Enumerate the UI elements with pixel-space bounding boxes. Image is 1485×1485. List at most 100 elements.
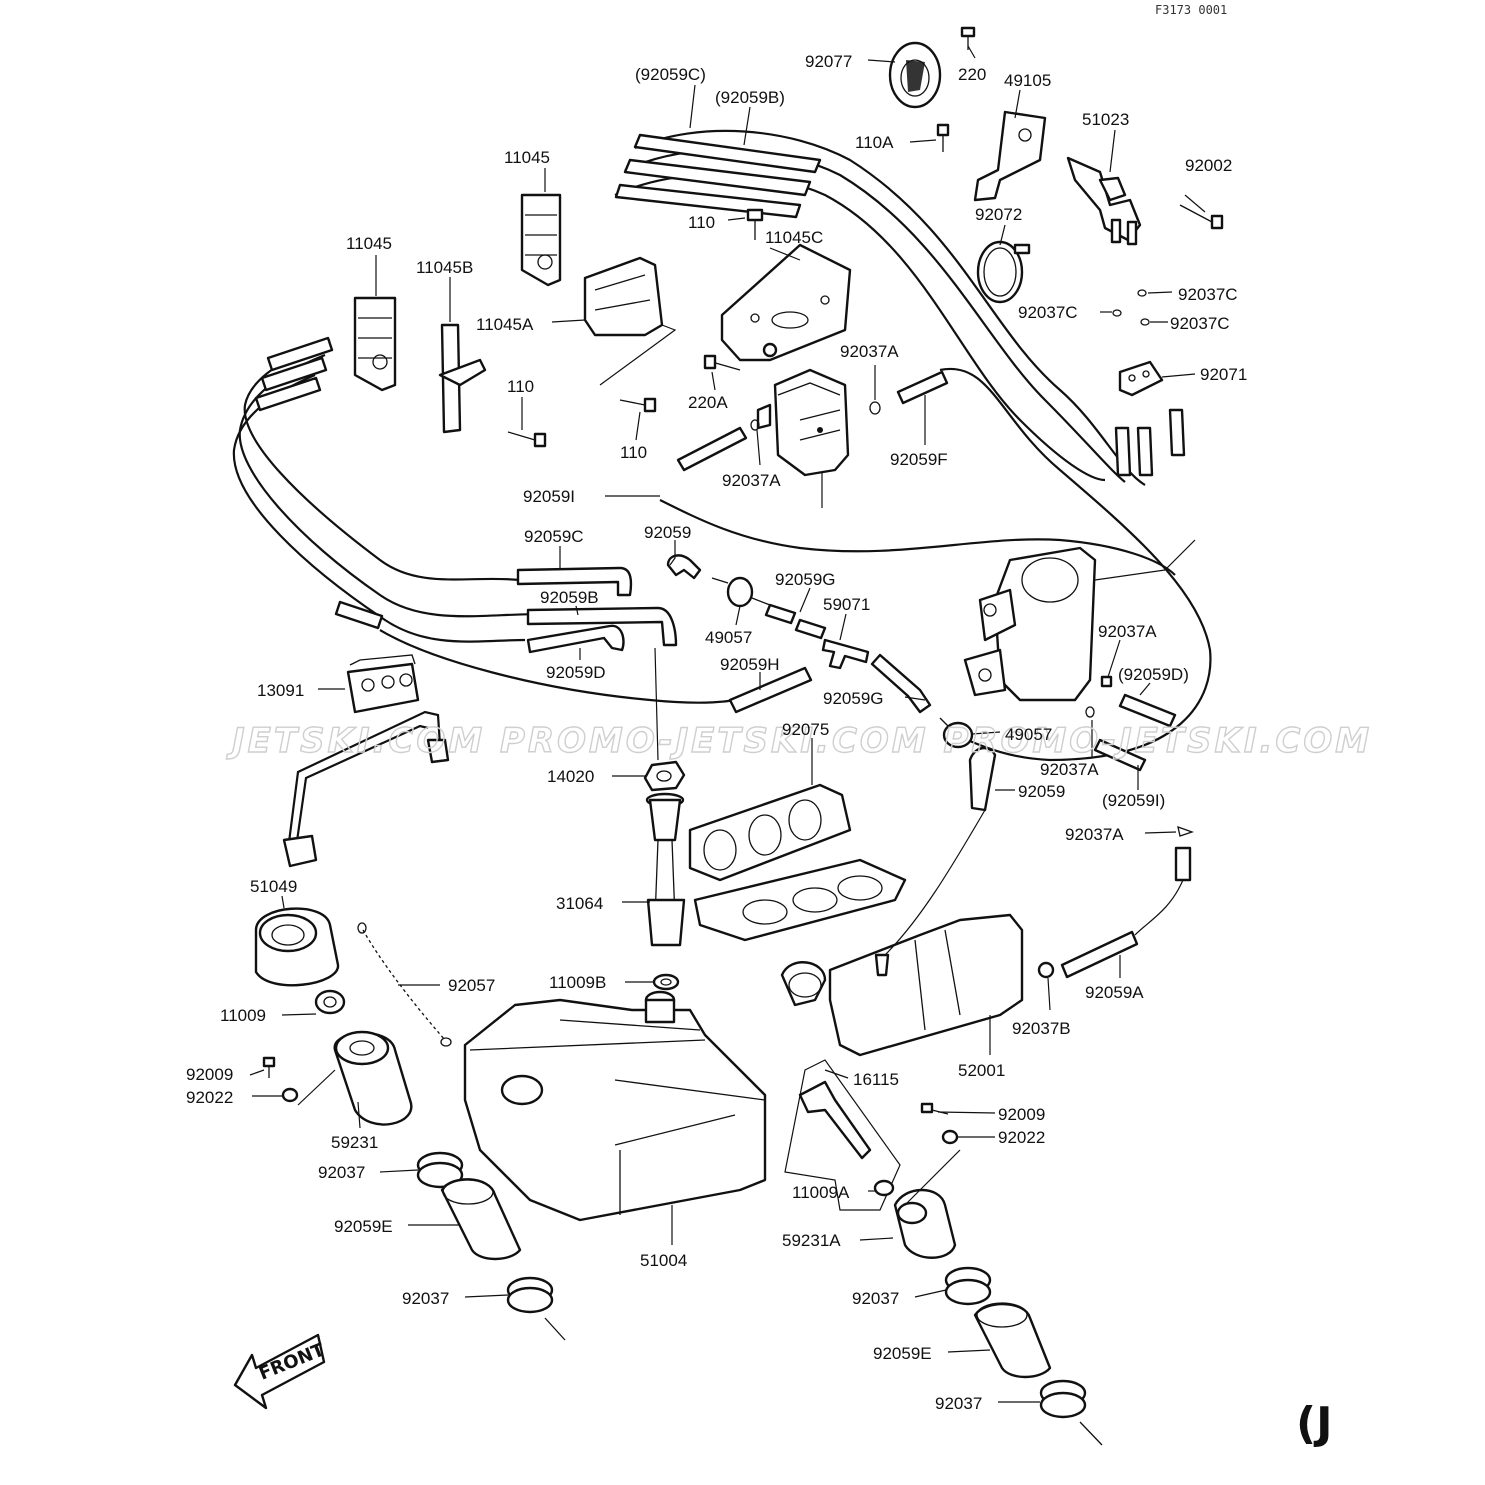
- label-92059D-paren: (92059D): [1118, 665, 1189, 684]
- label-49057-1: 49057: [705, 628, 752, 647]
- label-16115: 16115: [853, 1070, 899, 1089]
- part-92071-joint: [1118, 360, 1164, 397]
- watermark: JETSKI.COM PROMO-JETSKI.COM PROMO-JETSKI…: [226, 721, 1372, 761]
- part-49057-filter-lower: [939, 717, 974, 749]
- part-11009-gasket: [314, 989, 346, 1015]
- part-92075-insulator: [688, 783, 907, 942]
- ref-fuel-pump: [756, 368, 850, 477]
- label-49105: 49105: [1004, 71, 1051, 90]
- label-110A: 110A: [855, 133, 894, 152]
- label-11009A: 11009A: [792, 1183, 850, 1202]
- label-92022-left: 92022: [186, 1088, 233, 1107]
- part-51049-cap: [254, 907, 340, 987]
- label-92059C: 92059C: [524, 527, 584, 546]
- label-92037A-r1: 92037A: [1040, 760, 1099, 779]
- label-11045A: 11045A: [476, 315, 534, 334]
- label-110-mid: 110: [507, 377, 534, 396]
- label-92037-l1: 92037: [318, 1163, 365, 1182]
- label-59231: 59231: [331, 1133, 378, 1152]
- part-220-screw: [960, 26, 976, 50]
- label-92059E-right: 92059E: [873, 1344, 932, 1363]
- label-92072: 92072: [975, 205, 1022, 224]
- clip-92037B: [1037, 961, 1055, 979]
- label-92009-left: 92009: [186, 1065, 233, 1084]
- part-51023-valve: [1066, 156, 1142, 246]
- label-92059F: 92059F: [890, 450, 948, 469]
- part-92077-cover: [888, 41, 942, 109]
- label-13091: 13091: [257, 681, 304, 700]
- part-92057-chain: [357, 922, 452, 1047]
- part-59231-filler-neck: [333, 1030, 413, 1126]
- label-92037C-3: 92037C: [1170, 314, 1230, 333]
- parts-92009-92022-right: [920, 1102, 959, 1145]
- part-52001-box: [780, 913, 1024, 1057]
- label-92059A: 92059A: [1085, 983, 1144, 1002]
- part-59071-joint: [821, 638, 870, 670]
- label-92059B: 92059B: [540, 588, 599, 607]
- label-51023: 51023: [1082, 110, 1129, 129]
- part-92072-clamp: [976, 240, 1031, 304]
- label-59071: 59071: [823, 595, 870, 614]
- corner-mark: (J: [1296, 1398, 1332, 1449]
- label-92059G-1: 92059G: [775, 570, 836, 589]
- part-11045C-bracket: [720, 243, 852, 362]
- part-11045-clamp-top: [520, 193, 562, 287]
- clip-92037A-pump: [750, 401, 881, 431]
- part-11045-clamp-left: [353, 296, 397, 392]
- label-52001: 52001: [958, 1061, 1005, 1080]
- label-220: 220: [958, 65, 986, 84]
- part-31064-fuel-gauge: [645, 792, 686, 947]
- label-92009-right: 92009: [998, 1105, 1045, 1124]
- parts-92037-92059E-right: [944, 1266, 1103, 1446]
- label-110-top: 110: [688, 213, 715, 232]
- label-51004: 51004: [640, 1251, 687, 1270]
- part-49105-bracket: [973, 110, 1047, 202]
- label-92071: 92071: [1200, 365, 1247, 384]
- part-110-bolts: [507, 208, 764, 448]
- label-92059: 92059: [644, 523, 691, 542]
- label-92037A-carb: 92037A: [1098, 622, 1157, 641]
- part-49057-filter-upper: [711, 576, 771, 608]
- label-92059I-paren: (92059I): [1102, 791, 1165, 810]
- part-11045B-bracket: [438, 323, 487, 434]
- parts-92037-92059E-left: [416, 1151, 566, 1341]
- leader-lines: [249, 45, 1206, 1403]
- clips-92037A-carb: [1085, 675, 1194, 837]
- label-220A: 220A: [688, 393, 728, 412]
- label-92037-r1: 92037: [852, 1289, 899, 1308]
- label-14020: 14020: [547, 767, 594, 786]
- part-110A-bolt: [936, 123, 950, 152]
- label-92075: 92075: [782, 720, 829, 739]
- label-11045-left: 11045: [346, 234, 392, 253]
- label-11045-top: 11045: [504, 148, 550, 167]
- part-59231A-filler-neck: [893, 1188, 957, 1259]
- label-92057: 92057: [448, 976, 495, 995]
- label-51049: 51049: [250, 877, 297, 896]
- part-51004-fuel-tank: [463, 990, 767, 1222]
- part-92002-screw: [1179, 204, 1224, 230]
- label-92037C-2: 92037C: [1018, 303, 1078, 322]
- label-92037-r2: 92037: [935, 1394, 982, 1413]
- label-92059-low: 92059: [1018, 782, 1065, 801]
- clips-92037C: [1112, 289, 1150, 326]
- label-92037C-1: 92037C: [1178, 285, 1238, 304]
- label-11045C: 11045C: [765, 228, 823, 247]
- label-49057-2: 49057: [1005, 725, 1052, 744]
- label-92037A-r2: 92037A: [1065, 825, 1124, 844]
- label-11045B: 11045B: [416, 258, 473, 277]
- label-92022-right: 92022: [998, 1128, 1045, 1147]
- part-16115-strainer-group: [784, 1059, 901, 1211]
- label-11009: 11009: [220, 1006, 266, 1025]
- part-labels: 92077 220 49105 (92059C) (92059B) 110A 5…: [186, 52, 1247, 1413]
- label-31064: 31064: [556, 894, 603, 913]
- label-92037A-top: 92037A: [840, 342, 899, 361]
- label-92077: 92077: [805, 52, 852, 71]
- parts-92009-92022-left: [262, 1056, 299, 1103]
- label-92059C-paren: (92059C): [635, 65, 706, 84]
- front-direction-arrow: FRONT: [233, 1333, 328, 1410]
- part-220A-bolt: [703, 354, 741, 371]
- label-59231A: 59231A: [782, 1231, 841, 1250]
- label-92037B: 92037B: [1012, 1019, 1071, 1038]
